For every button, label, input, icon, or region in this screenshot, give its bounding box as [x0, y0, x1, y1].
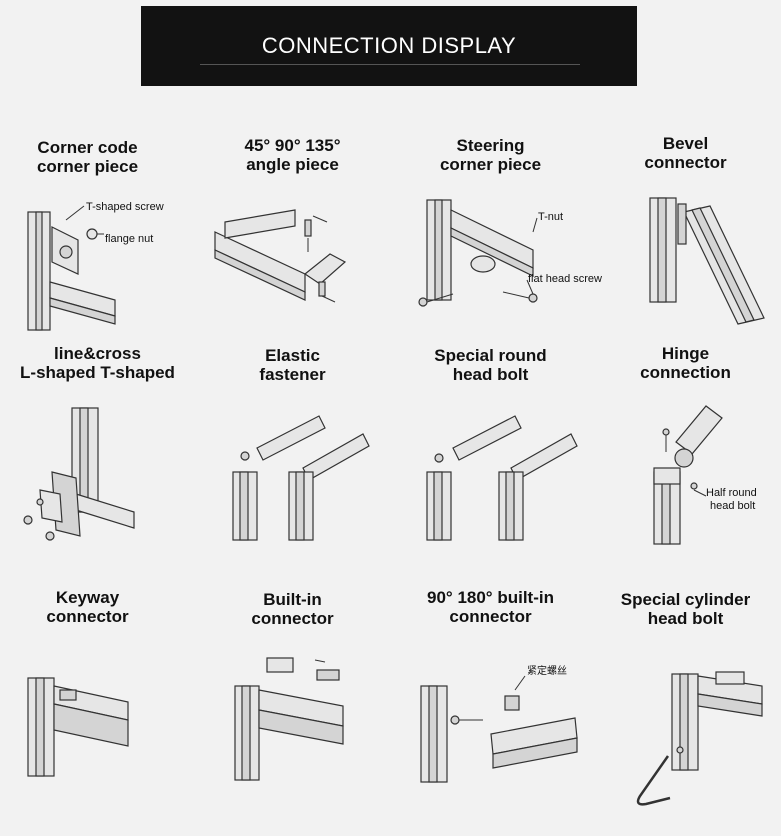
cell-special-round-bolt: Special round head bolt — [393, 342, 588, 587]
built-in-90-180-illustration: 紧定螺丝 — [420, 664, 578, 783]
cell-title: Hinge connection — [640, 344, 731, 382]
banner-title: CONNECTION DISPLAY — [261, 33, 517, 58]
steering-corner-illustration: T-nut flat head screw — [418, 199, 602, 307]
banner-underline — [200, 64, 580, 65]
label-flange-nut: flange nut — [105, 233, 153, 245]
label-t-nut: T-nut — [538, 211, 563, 223]
cell-keyway-connector: Keyway connector — [0, 586, 195, 831]
label-half-round: Half round — [706, 487, 757, 499]
elastic-fastener-illustration — [232, 415, 370, 541]
cell-title: Elastic fastener — [259, 346, 326, 384]
keyway-connector-illustration — [27, 677, 129, 777]
label-head-bolt: head bolt — [710, 500, 755, 512]
cell-90-180-built-in: 90° 180° built-in connector 紧定螺丝 — [393, 586, 588, 831]
cell-hinge-connection: Hinge connection Half round head bolt — [588, 342, 781, 587]
label-t-shaped-screw: T-shaped screw — [86, 201, 164, 213]
cell-title: Special cylinder head bolt — [620, 590, 751, 628]
cell-title: Steering corner piece — [439, 136, 542, 174]
label-set-screw: 紧定螺丝 — [527, 664, 567, 677]
cell-built-in-connector: Built-in connector — [195, 586, 390, 831]
special-round-bolt-illustration — [426, 415, 578, 541]
special-cylinder-bolt-illustration — [636, 671, 763, 806]
cell-title: Bevel connector — [644, 134, 727, 172]
bevel-connector-illustration — [649, 197, 765, 325]
cell-steering-corner: Steering corner piece T-nut flat head sc… — [393, 132, 602, 377]
cell-angle-piece: 45° 90° 135° angle piece — [195, 132, 390, 377]
cell-title: Keyway connector — [46, 588, 129, 626]
corner-piece-illustration: T-shaped screw flange nut — [27, 201, 164, 331]
cell-line-cross: line&cross L-shaped T-shaped — [0, 342, 195, 587]
cell-corner-code: Corner code corner piece T-shaped screw … — [0, 132, 195, 377]
cell-elastic-fastener: Elastic fastener — [195, 342, 390, 587]
cell-bevel-connector: Bevel connector — [588, 132, 781, 377]
built-in-connector-illustration — [234, 657, 344, 781]
page-banner: CONNECTION DISPLAY — [141, 6, 637, 86]
angle-piece-illustration — [214, 209, 347, 303]
cell-title: Special round head bolt — [434, 346, 547, 384]
cell-title: Corner code corner piece — [36, 138, 139, 176]
cell-special-cylinder-bolt: Special cylinder head bolt — [588, 586, 781, 831]
cell-title: 45° 90° 135° angle piece — [244, 136, 341, 174]
label-flat-head-screw: flat head screw — [528, 273, 602, 285]
line-cross-illustration — [23, 407, 135, 541]
cell-title: 90° 180° built-in connector — [427, 588, 554, 626]
cell-title: Built-in connector — [251, 590, 334, 628]
hinge-connection-illustration: Half round head bolt — [653, 405, 757, 545]
cell-title: line&cross L-shaped T-shaped — [20, 344, 175, 382]
